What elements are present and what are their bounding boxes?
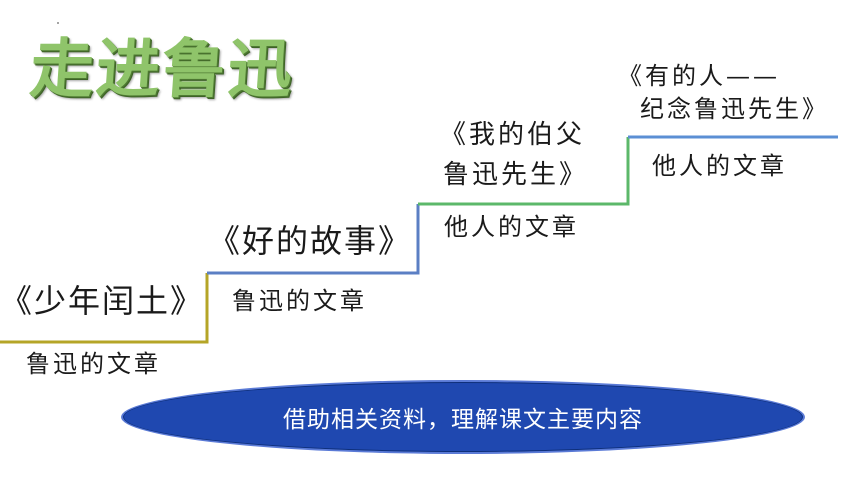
decorative-dot [57, 22, 59, 24]
step4-source: 他人的文章 [652, 152, 787, 180]
step3-work-line1: 《我的伯父 [440, 120, 586, 150]
step3-work-line2: 鲁迅先生》 [443, 160, 589, 190]
banner-text: 借助相关资料，理解课文主要内容 [283, 407, 643, 433]
summary-banner: 借助相关资料，理解课文主要内容 [121, 380, 805, 454]
step-line-2 [207, 204, 420, 275]
step4-work-line1: 《有的人—— [618, 62, 780, 90]
step1-work: 《少年闰土》 [0, 282, 205, 320]
step1-source: 鲁迅的文章 [26, 350, 161, 378]
step3-source: 他人的文章 [444, 213, 579, 241]
step4-work-line2: 纪念鲁迅先生》 [640, 95, 829, 123]
step2-source: 鲁迅的文章 [232, 287, 367, 315]
step-line-1 [0, 273, 209, 344]
step-line-3 [418, 137, 630, 206]
step2-work: 《好的故事》 [208, 222, 413, 260]
